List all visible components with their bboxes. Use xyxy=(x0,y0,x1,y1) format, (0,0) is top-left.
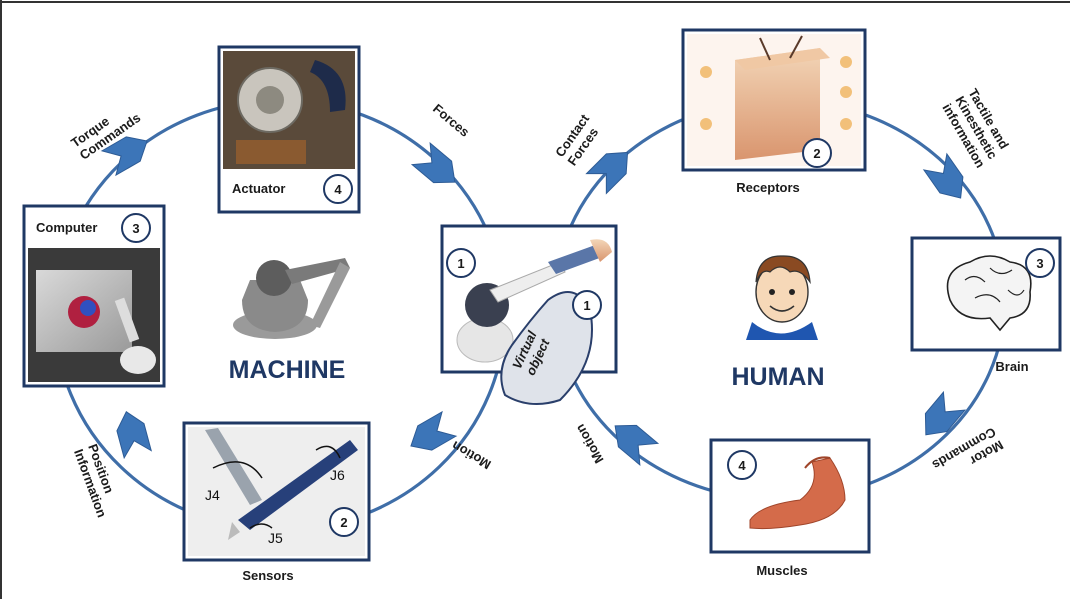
computer-node: Computer 3 xyxy=(22,204,166,388)
human-title: HUMAN xyxy=(731,363,824,391)
actuator-node: Actuator 4 xyxy=(217,45,361,214)
actuator-number-badge xyxy=(323,174,353,204)
sensors-number-badge xyxy=(329,507,359,537)
joint-j4-label: J4 xyxy=(205,487,220,503)
receptors-number-badge xyxy=(802,138,832,168)
flow-position-label: Position Information xyxy=(71,442,124,519)
brain-node: 3 xyxy=(910,236,1062,352)
flow-forces-label: Forces xyxy=(430,101,472,140)
arm-muscle-icon xyxy=(749,456,846,530)
arrow-position-icon xyxy=(116,411,153,460)
center-device-photo xyxy=(456,239,612,363)
receptors-node: 2 xyxy=(681,28,867,172)
flow-motion-human-label: Motion xyxy=(572,422,606,466)
computer-number-badge xyxy=(121,213,151,243)
brain-label: Brain xyxy=(995,359,1028,374)
computer-label: Computer xyxy=(36,220,97,235)
human-face-illustration xyxy=(746,255,818,340)
muscles-number-badge xyxy=(727,450,757,480)
receptors-number: 2 xyxy=(813,146,820,161)
center-left-number-badge xyxy=(446,248,476,278)
arrow-torque-icon xyxy=(100,136,148,177)
muscles-label: Muscles xyxy=(756,563,807,578)
arrow-motor-icon xyxy=(924,390,967,436)
joint-j6-label: J6 xyxy=(330,467,345,483)
brain-number-badge xyxy=(1025,248,1055,278)
sensors-number: 2 xyxy=(340,515,347,530)
center-right-number-badge xyxy=(572,290,602,320)
arrow-forces-icon xyxy=(410,141,456,184)
actuator-label: Actuator xyxy=(232,181,285,196)
receptors-label: Receptors xyxy=(736,180,800,195)
muscles-number: 4 xyxy=(738,458,746,473)
brain-icon xyxy=(946,255,1032,332)
computer-number: 3 xyxy=(132,221,139,236)
flow-motor-label: Motor Commands xyxy=(930,424,1006,485)
arrow-motion-human-icon xyxy=(614,424,660,467)
center-left-number: 1 xyxy=(457,256,464,271)
sensors-label: Sensors xyxy=(242,568,293,583)
arrow-tactile-icon xyxy=(922,152,964,199)
sensors-node: J4 J5 J6 2 xyxy=(182,421,371,562)
brain-number: 3 xyxy=(1036,256,1043,271)
muscles-node: 4 xyxy=(709,438,871,554)
actuator-number: 4 xyxy=(334,182,342,197)
arrow-motion-machine-icon xyxy=(410,410,458,451)
center-right-number: 1 xyxy=(583,298,590,313)
haptic-device-illustration xyxy=(233,258,350,339)
machine-title: MACHINE xyxy=(229,356,346,384)
joint-j5-label: J5 xyxy=(268,530,283,546)
flow-contact-label: Contact Forces xyxy=(552,109,606,169)
virtual-object-node: 1 Virtual object 1 xyxy=(440,224,618,405)
arrow-contact-icon xyxy=(585,151,629,195)
flow-motion-machine-label: Motion xyxy=(449,438,493,472)
